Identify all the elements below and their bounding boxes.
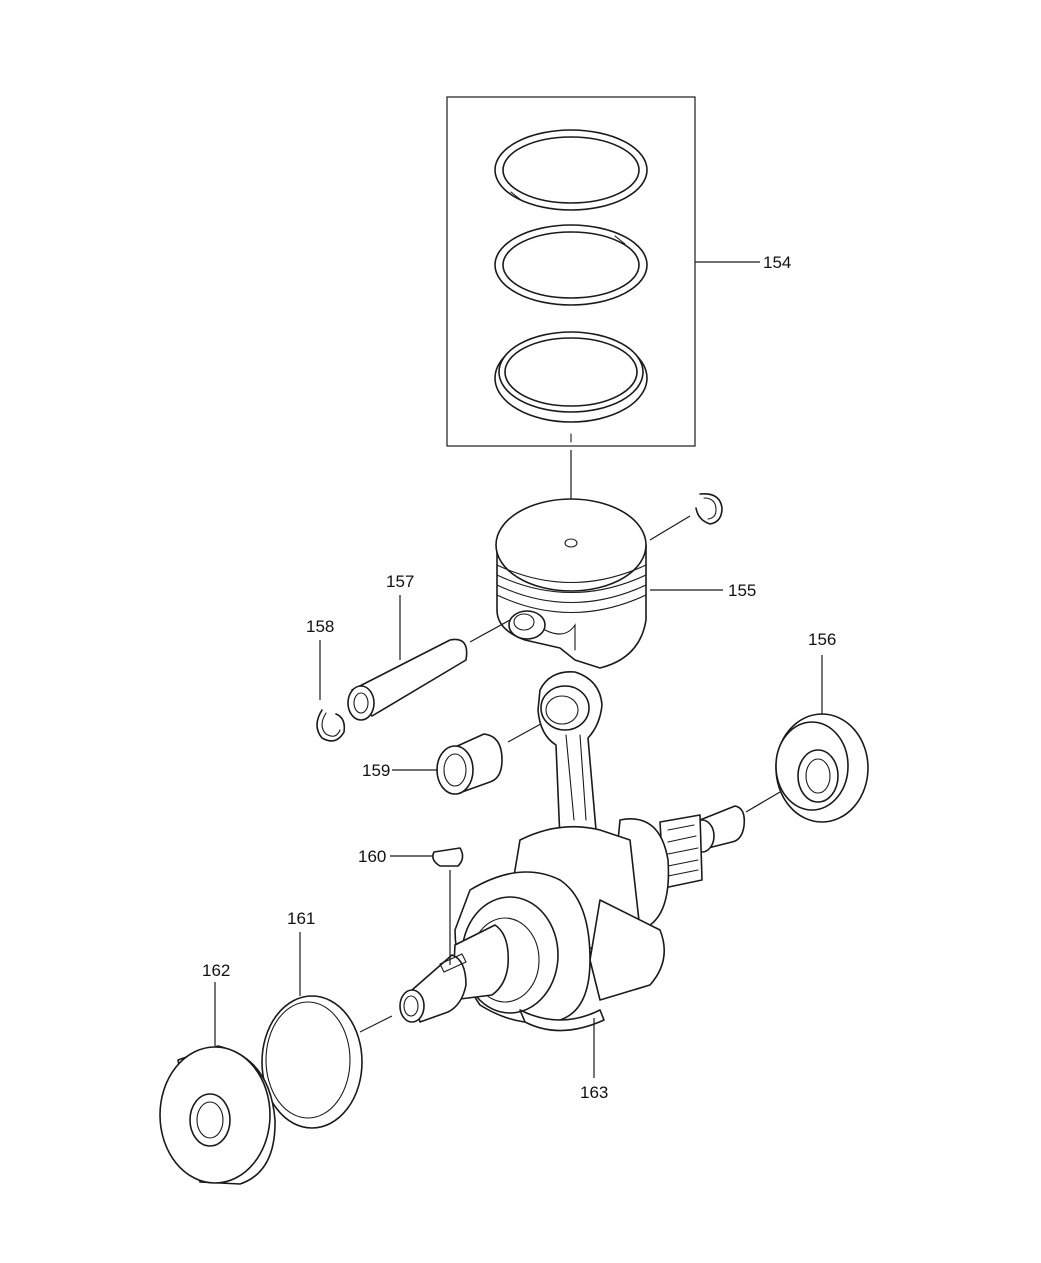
callout-156: 156 <box>808 630 836 649</box>
piston[interactable] <box>495 498 647 669</box>
leader-bearing-right-to-shaft <box>745 791 781 813</box>
piston-pin-circlip-right <box>695 492 723 525</box>
crankshaft[interactable] <box>399 805 746 1032</box>
leader-washer-to-shaft <box>359 1015 393 1033</box>
piston-ring-second <box>494 224 648 306</box>
connecting-rod <box>537 671 603 841</box>
callout-leaders <box>214 261 823 1078</box>
callout-155: 155 <box>728 581 756 600</box>
piston-pin[interactable] <box>347 638 468 721</box>
leader-pin-to-piston <box>469 619 511 643</box>
main-bearing-left[interactable] <box>159 1045 276 1185</box>
callout-160: 160 <box>358 847 386 866</box>
thrust-washer[interactable] <box>261 995 363 1129</box>
callout-162: 162 <box>202 961 230 980</box>
piston-pin-circlip-left[interactable] <box>316 709 346 742</box>
piston-ring-oil <box>494 331 648 423</box>
piston-ring-top <box>494 129 648 211</box>
callout-154: 154 <box>763 253 791 272</box>
callout-157: 157 <box>386 572 414 591</box>
callout-159: 159 <box>362 761 390 780</box>
ring-set-frame <box>446 96 696 447</box>
callout-158: 158 <box>306 617 334 636</box>
piston-ring-set[interactable] <box>446 96 696 447</box>
small-end-bearing[interactable] <box>436 733 503 795</box>
leader-circlip-right <box>649 515 691 541</box>
callout-labels: 154 155 156 157 158 159 160 161 162 163 <box>202 253 836 1102</box>
callout-163: 163 <box>580 1083 608 1102</box>
callout-161: 161 <box>287 909 315 928</box>
woodruff-key[interactable] <box>432 847 464 867</box>
main-bearing-right[interactable] <box>775 713 869 823</box>
